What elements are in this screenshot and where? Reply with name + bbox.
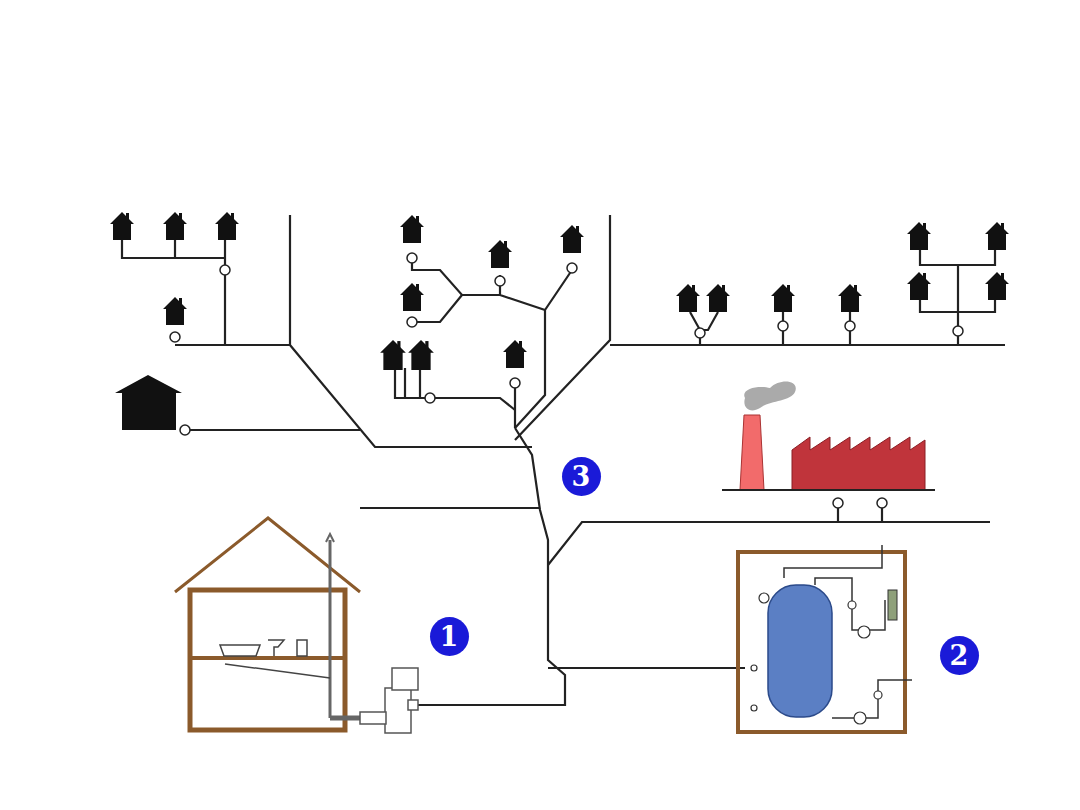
pump-unit bbox=[360, 668, 418, 733]
callout-circle: 2 bbox=[939, 635, 980, 676]
callout-number: 3 bbox=[572, 463, 591, 490]
building-section bbox=[175, 518, 385, 730]
pumping-station bbox=[738, 545, 912, 732]
callout-disc bbox=[430, 617, 469, 656]
pipe-network bbox=[122, 215, 1005, 705]
callout-number: 2 bbox=[950, 642, 969, 669]
callout-number: 1 bbox=[440, 623, 459, 650]
factory bbox=[722, 382, 935, 490]
junction-circles bbox=[170, 253, 963, 508]
callout-circle: 3 bbox=[561, 456, 602, 497]
house-icons bbox=[110, 212, 1009, 430]
callout-circle: 1 bbox=[429, 616, 470, 657]
callout-disc bbox=[940, 636, 979, 675]
callout-disc bbox=[562, 457, 601, 496]
